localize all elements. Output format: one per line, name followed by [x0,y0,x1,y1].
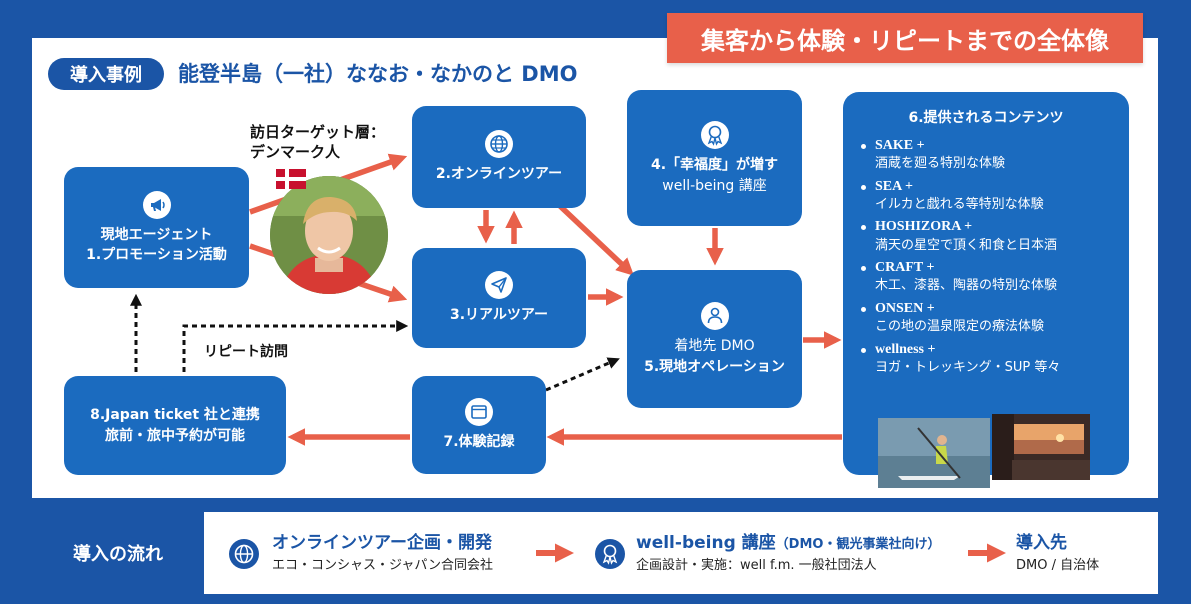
target-portrait [270,176,388,294]
list-item: wellness + ヨガ・トレッキング・SUP 等々 [861,341,1129,377]
content-head: SAKE + [875,138,925,153]
node-local-dmo: 着地先 DMO 5.現地オペレーション [627,270,802,408]
case-label: 導入事例 [48,58,164,90]
content-head: SEA + [875,178,913,194]
browser-window-icon [465,398,493,427]
flow-label: 導入の流れ [32,512,204,594]
flow-step2-title: well-being 講座（DMO・観光事業社向け） [636,528,940,553]
content-desc: イルカと戯れる等特別な体験 [875,196,1044,212]
node-wellbeing-course: 4.「幸福度」が増す well-being 講座 [627,90,802,226]
flow-step1-title: オンラインツアー企画・開発 [272,533,492,553]
node-japan-ticket: 8.Japan ticket 社と連携 旅前・旅中予約が可能 [64,376,286,475]
flow-step2-title-main: well-being 講座 [636,533,776,553]
content-desc: 満天の星空で頂く和食と日本酒 [875,237,1058,253]
node-wellbeing-line1: 4.「幸福度」が増す [650,157,779,174]
contents-title: 6.提供されるコンテンツ [908,110,1064,126]
node-japan-ticket-line1: 8.Japan ticket 社と連携 [90,407,260,424]
list-item: SEA + イルカと戯れる等特別な体験 [861,178,1129,214]
flow-step3-title: 導入先 [1016,533,1067,553]
content-head: CRAFT + [875,260,935,276]
node-local-dmo-line1: 着地先 DMO [674,338,755,355]
repeat-visit-label: リピート訪問 [204,344,288,360]
node-online-tour-label: 2.オンラインツアー [435,166,563,183]
person-icon [700,302,729,331]
flow-step-online-tour: オンラインツアー企画・開発 エコ・コンシャス・ジャパン合同会社 [272,528,493,578]
node-experience-record-label: 7.体験記録 [443,434,515,451]
content-head: HOSHIZORA + [875,219,973,235]
paper-plane-icon [485,271,513,300]
target-line1: 訪日ターゲット層： [250,123,386,141]
content-desc: ヨガ・トレッキング・SUP 等々 [875,359,1061,375]
list-item: HOSHIZORA + 満天の星空で頂く和食と日本酒 [861,218,1129,254]
case-title: 能登半島（一社）ななお・なかのと DMO [178,62,578,86]
flow-step-wellbeing: well-being 講座（DMO・観光事業社向け） 企画設計・実施：well … [636,528,940,578]
node-promotion-line1: 現地エージェント [100,226,213,243]
target-audience-label: 訪日ターゲット層： デンマーク人 [250,122,385,163]
target-line2: デンマーク人 [250,143,341,162]
dotted-arrow-7-to-5 [545,357,620,392]
content-head: ONSEN + [875,300,935,316]
globe-icon [485,130,513,159]
list-item: CRAFT + 木工、漆器、陶器の特別な体験 [861,259,1129,295]
node-experience-record: 7.体験記録 [412,376,546,474]
content-desc: この地の温泉限定の療法体験 [875,319,1045,335]
content-head: wellness + [875,341,936,357]
flow-step2-sub: 企画設計・実施：well f.m. 一般社団法人 [636,558,877,573]
node-online-tour: 2.オンラインツアー [412,106,586,208]
flow-step2-title-note: （DMO・観光事業社向け） [775,537,941,552]
denmark-flag-icon [276,169,306,189]
sunset-dining-photo [992,414,1090,480]
arrow-2-to-5 [558,203,635,276]
contents-box: 6.提供されるコンテンツ SAKE + 酒蔵を廻る特別な体験 SEA + イルカと戯… [843,92,1129,475]
contents-list: SAKE + 酒蔵を廻る特別な体験 SEA + イルカと戯れる等特別な体験 HOSH… [843,137,1129,376]
node-wellbeing-line2: well-being 講座 [662,177,767,194]
content-desc: 酒蔵を廻る特別な体験 [875,156,1006,172]
node-local-dmo-line2: 5.現地オペレーション [644,358,785,375]
sup-photo [878,418,990,488]
dotted-arrow-repeat-to-3 [182,320,409,372]
globe-icon [229,539,259,569]
node-promotion: 現地エージェント 1.プロモーション活動 [64,167,249,288]
overview-banner: 集客から体験・リピートまでの全体像 [667,13,1143,63]
node-real-tour: 3.リアルツアー [412,248,586,348]
flow-step1-sub: エコ・コンシャス・ジャパン合同会社 [272,558,494,573]
list-item: SAKE + 酒蔵を廻る特別な体験 [861,137,1129,173]
content-desc: 木工、漆器、陶器の特別な体験 [875,278,1058,294]
list-item: ONSEN + この地の温泉限定の療法体験 [861,300,1129,336]
flow-step3-sub: DMO / 自治体 [1016,558,1100,573]
node-promotion-line2: 1.プロモーション活動 [86,247,227,263]
node-japan-ticket-line2: 旅前・旅中予約が可能 [105,427,245,444]
flow-step-destination: 導入先 DMO / 自治体 [1016,528,1099,578]
node-real-tour-label: 3.リアルツアー [449,307,549,324]
award-ribbon-icon [700,121,729,150]
megaphone-icon [142,190,171,219]
award-ribbon-icon [595,539,625,569]
